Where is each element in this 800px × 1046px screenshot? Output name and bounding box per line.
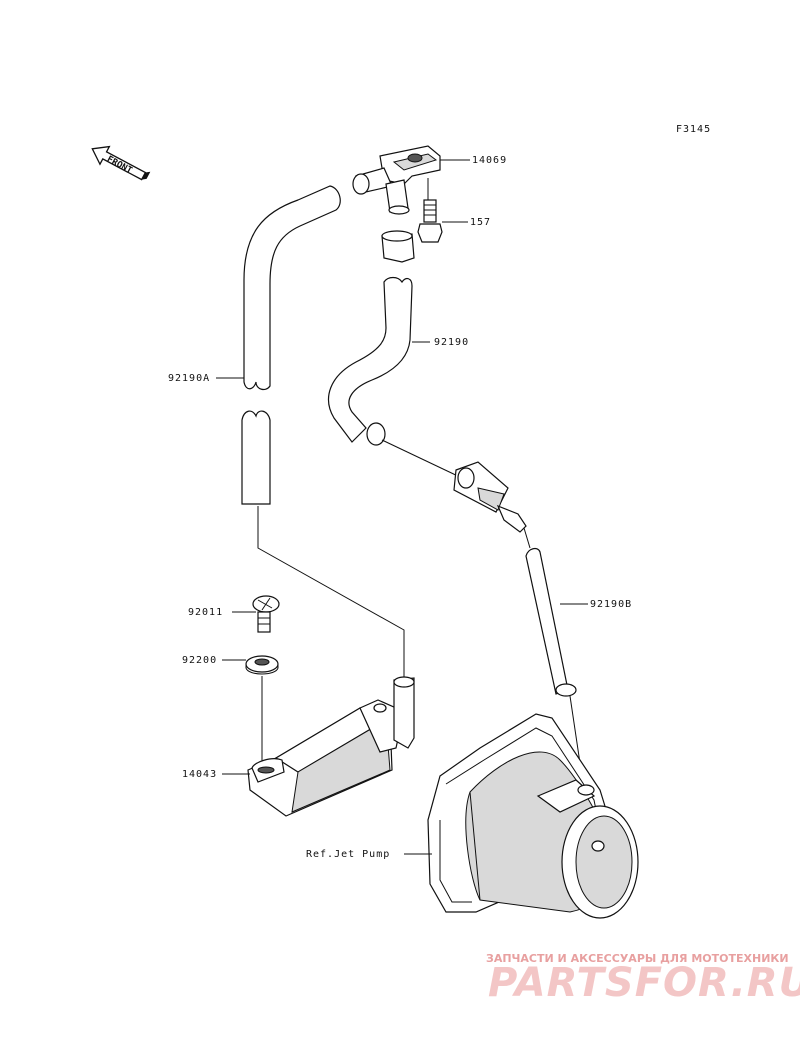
hose-92190a [241,185,341,505]
watermark-tagline: ЗАПЧАСТИ И АКСЕССУАРЫ ДЛЯ МОТОТЕХНИКИ [486,952,789,965]
jet-pump [427,713,639,919]
callout-92190: 92190 [434,337,469,348]
callout-14069: 14069 [472,155,507,166]
figure-code: F3145 [676,124,711,135]
bolt-157 [417,178,443,243]
hose-92190b [525,547,577,697]
screw-92011 [252,595,280,633]
watermark-brand: PARTSFOR.RU [488,960,800,1006]
bracket-14043 [247,676,415,817]
front-label: FRONT [105,155,134,177]
callout-157: 157 [470,217,491,228]
front-arrow-icon: FRONT [91,145,151,181]
callout-92200: 92200 [182,655,217,666]
callout-ref-jet-pump: Ref.Jet Pump [306,849,390,860]
hose-92190 [327,230,415,446]
callout-92190a: 92190A [168,373,210,384]
fitting-14069 [352,145,441,215]
callout-92011: 92011 [188,607,223,618]
callout-92190b: 92190B [590,599,632,610]
washer-92200 [245,655,279,675]
hose-joint [453,461,527,533]
callout-14043: 14043 [182,769,217,780]
